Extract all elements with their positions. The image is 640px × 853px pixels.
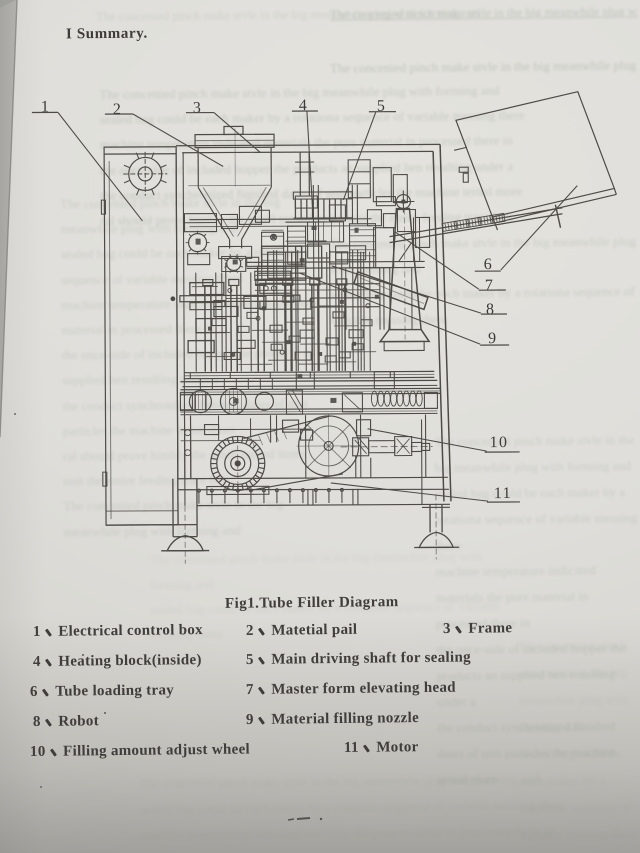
svg-text:4: 4 [299, 97, 307, 114]
svg-text:1: 1 [41, 98, 49, 115]
svg-text:9: 9 [488, 330, 496, 347]
svg-text:10: 10 [490, 434, 509, 451]
svg-text:7: 7 [485, 277, 493, 294]
svg-text:2: 2 [113, 101, 121, 118]
svg-text:5: 5 [377, 98, 385, 115]
svg-text:3: 3 [193, 100, 201, 117]
svg-text:6: 6 [484, 256, 492, 273]
svg-text:8: 8 [486, 301, 494, 318]
svg-text:11: 11 [494, 485, 512, 502]
